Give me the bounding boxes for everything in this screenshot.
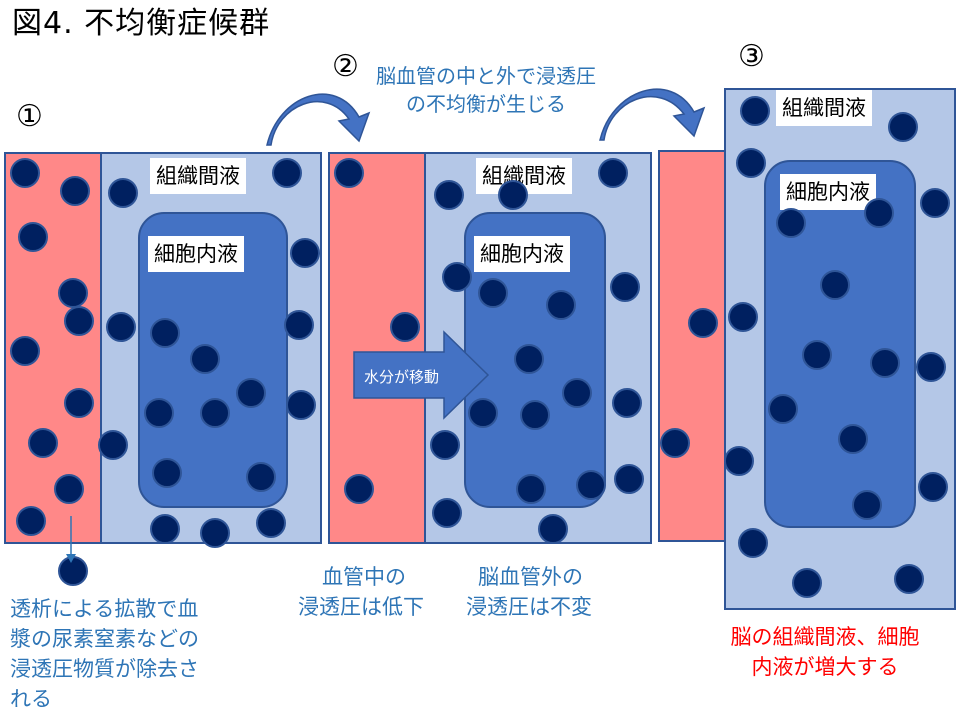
curved-arrow-1-to-2 (266, 93, 371, 146)
solute-molecule (390, 312, 420, 342)
solute-molecule (614, 464, 644, 494)
solute-molecule (598, 158, 628, 188)
solute-molecule (768, 394, 798, 424)
solute-molecule (498, 180, 528, 210)
solute-molecule (546, 290, 576, 320)
solute-molecule (468, 398, 498, 428)
solute-molecule (236, 378, 266, 408)
solute-molecule (870, 348, 900, 378)
note-blood-osmolality-line1: 血管中の (322, 565, 406, 589)
solute-molecule (864, 198, 894, 228)
solute-molecule (610, 272, 640, 302)
note-brain-osmolality-line1: 脳血管外の (478, 565, 583, 589)
solute-molecule (792, 568, 822, 598)
diffusion-down-arrow (66, 516, 76, 563)
panel1-intracellular-label: 細胞内液 (148, 236, 244, 272)
page-title: 図4. 不均衡症候群 (12, 6, 271, 41)
solute-molecule (64, 388, 94, 418)
step-3-marker: ③ (738, 39, 765, 74)
solute-molecule (660, 428, 690, 458)
solute-molecule (728, 302, 758, 332)
solute-molecule (740, 96, 770, 126)
solute-molecule (200, 398, 230, 428)
water-move-arrow (353, 330, 490, 420)
curved-arrow-2-to-3 (599, 88, 706, 141)
step-1-marker: ① (16, 99, 43, 134)
panel3-blood-vessel (658, 150, 726, 542)
solute-molecule (724, 446, 754, 476)
solute-molecule (60, 176, 90, 206)
solute-molecule (562, 378, 592, 408)
solute-molecule (256, 508, 286, 538)
solute-molecule (28, 428, 58, 458)
solute-molecule (64, 306, 94, 336)
solute-molecule (776, 208, 806, 238)
solute-molecule (106, 312, 136, 342)
solute-molecule (852, 490, 882, 520)
solute-molecule (894, 564, 924, 594)
solute-molecule (520, 400, 550, 430)
solute-molecule (576, 470, 606, 500)
panel2-intracellular-label: 細胞内液 (474, 236, 570, 272)
solute-molecule (688, 308, 718, 338)
solute-molecule (802, 340, 832, 370)
solute-molecule (516, 474, 546, 504)
solute-molecule (58, 278, 88, 308)
solute-molecule (344, 474, 374, 504)
solute-molecule (152, 458, 182, 488)
solute-molecule (10, 336, 40, 366)
solute-molecule (190, 344, 220, 374)
solute-molecule (888, 112, 918, 142)
panel3-interstitial-label: 組織間液 (776, 90, 872, 126)
solute-molecule (538, 514, 568, 544)
solute-molecule (16, 506, 46, 536)
solute-molecule (738, 528, 768, 558)
solute-molecule (54, 474, 84, 504)
panel3-intracellular-label: 細胞内液 (780, 174, 876, 210)
solute-molecule (918, 472, 948, 502)
panel2-interstitial-label: 組織間液 (476, 158, 572, 194)
solute-molecule (478, 278, 508, 308)
solute-molecule (442, 262, 472, 292)
solute-molecule (290, 238, 320, 268)
solute-molecule (334, 158, 364, 188)
note-brain-osmolality-line2: 浸透圧は不変 (466, 595, 592, 619)
solute-molecule (820, 270, 850, 300)
note-brain-swelling-line2: 内液が増大する (751, 655, 899, 679)
solute-molecule (430, 430, 460, 460)
note-osmotic-imbalance-line1: 脳血管の中と外で浸透圧 (376, 64, 596, 88)
solute-molecule (514, 344, 544, 374)
solute-molecule (150, 514, 180, 544)
note-dialysis-line2: 漿の尿素窒素などの (10, 627, 199, 651)
note-dialysis-line1: 透析による拡散で血 (10, 597, 199, 621)
solute-molecule (432, 498, 462, 528)
note-brain-swelling-line1: 脳の組織間液、細胞 (730, 625, 920, 649)
note-blood-osmolality-line2: 浸透圧は低下 (298, 595, 424, 619)
solute-molecule (144, 398, 174, 428)
solute-molecule (98, 430, 128, 460)
solute-molecule (612, 388, 642, 418)
solute-molecule (286, 390, 316, 420)
panel1-interstitial-label: 組織間液 (150, 158, 246, 194)
solute-molecule (272, 158, 302, 188)
solute-molecule (108, 178, 138, 208)
solute-molecule (18, 222, 48, 252)
note-dialysis-line3: 浸透圧物質が除去さ (10, 657, 199, 681)
solute-molecule (10, 158, 40, 188)
solute-molecule (200, 518, 230, 548)
step-2-marker: ② (332, 49, 359, 84)
solute-molecule (284, 310, 314, 340)
solute-molecule (246, 462, 276, 492)
note-osmotic-imbalance-line2: の不均衡が生じる (406, 92, 566, 116)
solute-molecule (434, 180, 464, 210)
solute-molecule (916, 352, 946, 382)
solute-molecule (736, 148, 766, 178)
solute-molecule (150, 318, 180, 348)
solute-molecule (838, 424, 868, 454)
water-move-label: 水分が移動 (364, 368, 440, 386)
note-dialysis-line4: れる (10, 687, 52, 711)
solute-molecule (920, 188, 950, 218)
